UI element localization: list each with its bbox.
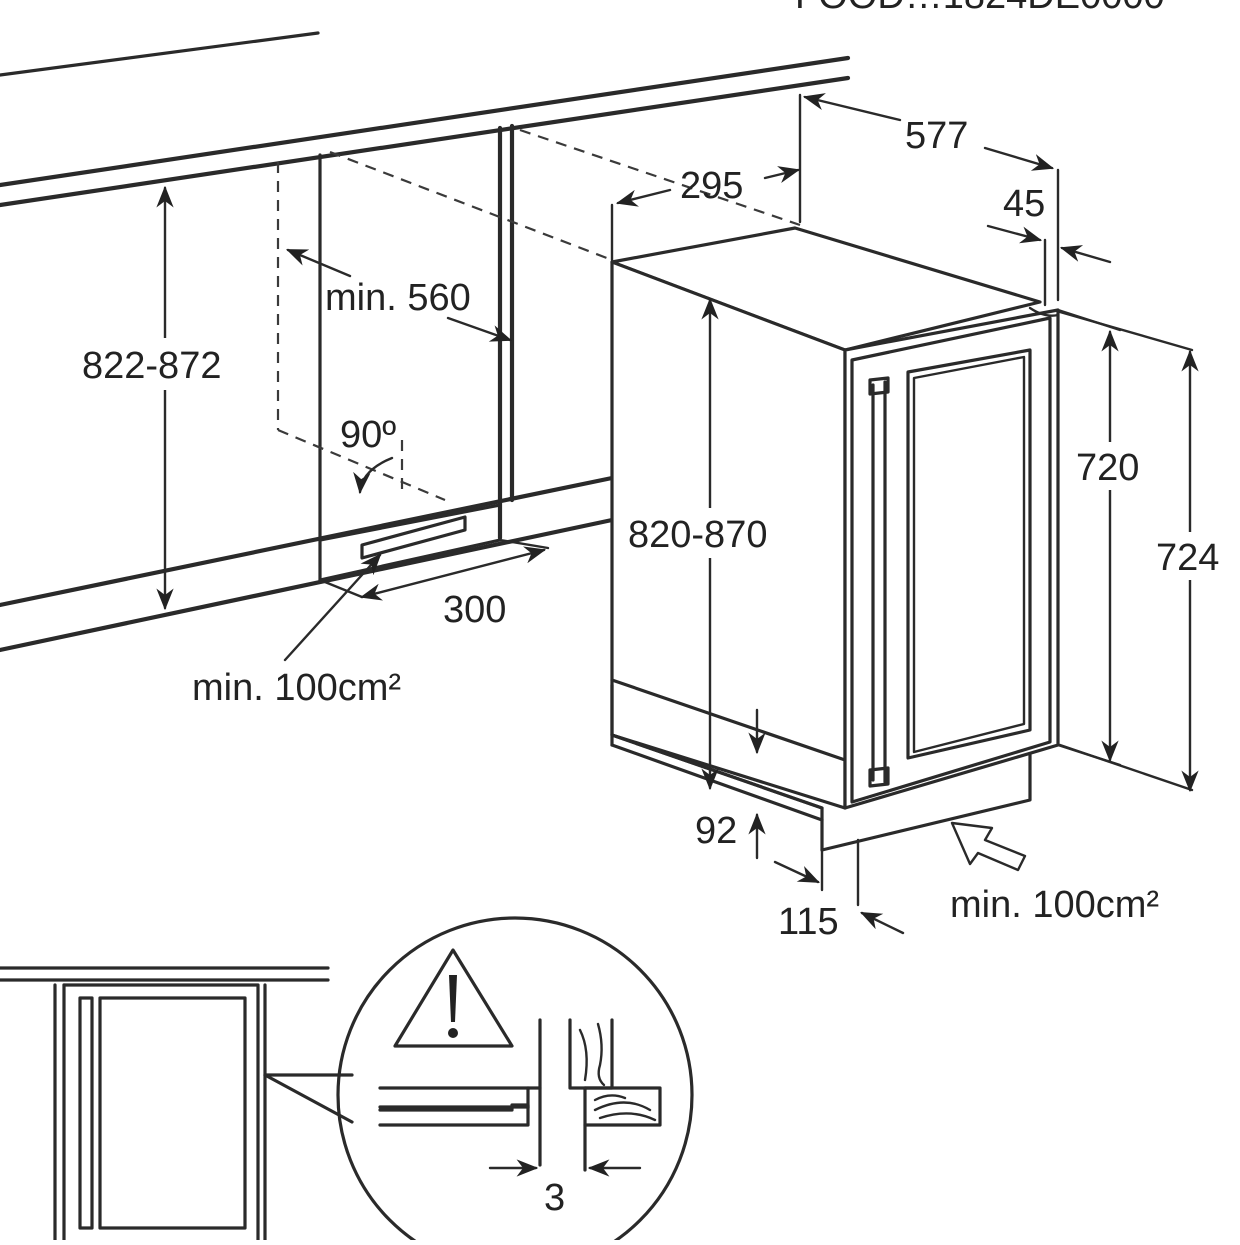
plinth-depth-label: 115 — [778, 901, 839, 943]
recess-depth-dimension: min. 560 — [286, 248, 513, 342]
width-dimension: 295 — [610, 165, 801, 262]
body-height-dimension: 720 — [1056, 308, 1154, 767]
gap-label: 3 — [544, 1177, 565, 1219]
vent-depth-dimension: 300 — [359, 546, 547, 631]
recess-height-label: 822-872 — [82, 345, 221, 387]
recess-height-dimension: 822-872 — [78, 185, 250, 611]
vent-area-front-label: min. 100cm² — [950, 884, 1159, 926]
vent-area-left: min. 100cm² — [192, 553, 401, 709]
angle-label: 90º — [340, 414, 396, 456]
door-offset-label: 45 — [1003, 183, 1045, 225]
plinth-depth-dimension: 115 — [773, 838, 905, 943]
warning-triangle-icon — [393, 948, 514, 1048]
angle-dimension: 90º — [340, 414, 396, 495]
depth-label: 577 — [905, 115, 968, 157]
plinth-height-label: 92 — [695, 810, 737, 852]
door-offset-dimension: 45 — [986, 183, 1112, 307]
recess-depth-label: min. 560 — [325, 277, 471, 319]
body-height-label: 720 — [1076, 447, 1139, 489]
plinth-height-dimension: 92 — [695, 708, 766, 860]
magnified-detail: 3 — [336, 916, 694, 1245]
vent-depth-label: 300 — [443, 589, 506, 631]
depth-dimension: 577 — [798, 93, 1060, 302]
width-label: 295 — [680, 165, 743, 207]
niche-outline — [276, 128, 801, 502]
appliance-height-label: 820-870 — [628, 514, 767, 556]
total-height-label: 724 — [1156, 537, 1219, 579]
appliance-height-dimension: 820-870 — [625, 297, 795, 791]
model-code: FOOD…1824DE0000 — [795, 0, 1165, 17]
front-view-detail — [0, 966, 354, 1242]
airflow-arrow-icon: min. 100cm² — [950, 821, 1159, 926]
vent-area-left-label: min. 100cm² — [192, 667, 401, 709]
total-height-dimension: 724 — [1058, 310, 1234, 793]
